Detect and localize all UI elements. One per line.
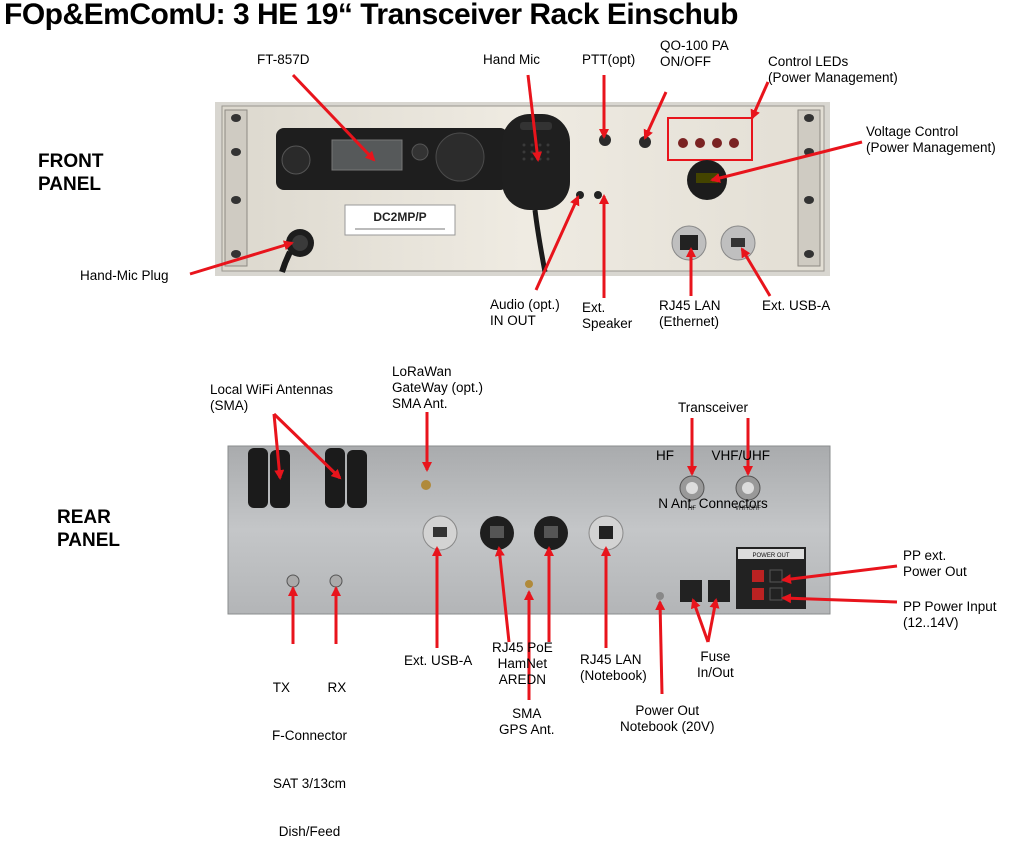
label-voltage-control: Voltage Control (Power Management) [866,124,996,156]
arrow-voltage-control [710,140,863,183]
label-lorawan-line-1: LoRaWan [392,364,452,379]
label-lorawan-line-3: SMA Ant. [392,396,448,411]
label-tx-rx-line-3: SAT 3/13cm [273,776,347,791]
label-rj45-lan-front-line-1: RJ45 LAN [659,298,721,313]
label-audio-line-1: Audio (opt.) [490,297,560,312]
callsign-plate-text: DC2MP/P [373,210,426,224]
label-ext-usb-front: Ext. USB-A [762,298,831,313]
rear-arrows [272,412,898,700]
diagram-graphics: DC2MP/P [189,73,898,700]
front-panel-image: DC2MP/P [215,102,830,276]
label-sma-gps-line-2: GPS Ant. [499,722,555,737]
label-pp-ext-line-2: Power Out [903,564,967,579]
label-ft857d: FT-857D [257,52,310,67]
label-tx-rx: TX RX F-Connector SAT 3/13cm Dish/Feed [272,648,347,856]
rear-heading-line-1: REAR [57,507,111,528]
front-panel-heading: FRONT PANEL [38,150,103,196]
arrow-pp-ext [781,564,898,584]
label-rj45-poe-line-1: RJ45 PoE [492,640,553,655]
label-sma-gps-line-1: SMA [512,706,542,721]
arrow-rj45-poe-1 [494,546,511,643]
rear-panel-heading: REAR PANEL [57,506,120,552]
label-wifi-line-1: Local WiFi Antennas [210,382,334,397]
label-hand-mic: Hand Mic [483,52,541,67]
label-qo100-line-2: ON/OFF [660,54,711,69]
arrow-wifi-left [272,413,285,480]
label-qo100: QO-100 PA ON/OFF [660,38,729,70]
label-tx-rx-line-2: F-Connector [272,728,348,743]
label-hand-mic-plug: Hand-Mic Plug [80,268,169,283]
label-pp-input-line-1: PP Power Input [903,599,997,614]
arrow-hand-mic-plug [189,240,294,276]
rear-panel-image: HF VHF/UHF POWER OUT [227,445,831,615]
label-fuse-line-1: Fuse [700,649,731,664]
vhf-tag: VHF/UHF [735,506,761,512]
label-audio: Audio (opt.) IN OUT [490,297,560,329]
label-power-out-line-2: Notebook (20V) [620,719,715,734]
arrow-hand-mic [526,74,543,162]
label-fuse-line-2: In/Out [697,665,734,680]
label-rj45-lan-front-line-2: (Ethernet) [659,314,720,329]
arrow-ft857 [291,73,376,162]
label-audio-line-2: IN OUT [490,313,536,328]
page-title: FOp&EmComU: 3 HE 19“ Transceiver Rack Ei… [4,0,738,31]
arrow-fuse-2 [706,598,720,643]
label-voltage-control-line-1: Voltage Control [866,124,959,139]
label-transceiver-line-3: N Ant. Connectors [658,496,768,511]
arrow-wifi-right [272,412,342,480]
label-ext-speaker-line-1: Ext. [582,300,606,315]
label-rj45-notebook-line-1: RJ45 LAN [580,652,642,667]
label-pp-input-line-2: (12..14V) [903,615,959,630]
arrow-pp-input [781,593,898,604]
rear-heading-line-2: PANEL [57,530,120,551]
front-heading-line-2: PANEL [38,174,101,195]
label-power-out-notebook: Power Out Notebook (20V) [620,703,715,735]
arrow-qo100 [643,91,668,140]
label-ext-speaker: Ext. Speaker [582,300,632,332]
label-rj45-notebook-line-2: (Notebook) [580,668,647,683]
front-arrows [189,73,863,298]
label-pp-ext-power-out: PP ext. Power Out [903,548,967,580]
label-ext-speaker-line-2: Speaker [582,316,633,331]
label-tx-rx-line-4: Dish/Feed [278,824,341,839]
label-voltage-control-line-2: (Power Management) [866,140,996,155]
label-control-leds-line-2: (Power Management) [768,70,898,85]
label-control-leds-line-1: Control LEDs [768,54,849,69]
label-qo100-line-1: QO-100 PA [660,38,729,53]
label-power-out-line-1: Power Out [635,703,700,718]
hf-tag: HF [688,506,696,512]
power-out-block-label: POWER OUT [753,553,790,559]
arrow-audio [534,195,580,291]
label-pp-power-input: PP Power Input (12..14V) [903,599,997,631]
label-rj45-poe-line-3: AREDN [498,672,547,687]
label-rj45-poe: RJ45 PoE HamNet AREDN [492,640,553,688]
label-rj45-notebook: RJ45 LAN (Notebook) [580,652,647,684]
front-heading-line-1: FRONT [38,151,104,172]
label-transceiver-line-1: Transceiver [677,400,749,415]
label-transceiver-line-2: HF VHF/UHF [656,448,770,463]
label-ptt: PTT(opt) [582,52,636,67]
label-lorawan: LoRaWan GateWay (opt.) SMA Ant. [392,364,483,412]
label-transceiver: Transceiver HF VHF/UHF N Ant. Connectors [656,368,770,528]
arrow-fuse-1 [690,598,710,643]
label-fuse: Fuse In/Out [697,649,734,681]
label-lorawan-line-2: GateWay (opt.) [392,380,484,395]
arrow-ext-usb [740,247,772,297]
label-pp-ext-line-1: PP ext. [903,548,947,563]
arrow-control-leds [750,81,770,120]
label-sma-gps: SMA GPS Ant. [499,706,555,738]
label-tx-rx-line-1: TX RX [272,680,347,695]
label-control-leds: Control LEDs (Power Management) [768,54,898,86]
label-wifi-line-2: (SMA) [210,398,249,413]
label-rj45-poe-line-2: HamNet [497,656,548,671]
label-ext-usb-rear: Ext. USB-A [404,653,473,668]
label-wifi-antennas: Local WiFi Antennas (SMA) [210,382,333,414]
label-rj45-lan-front: RJ45 LAN (Ethernet) [659,298,721,330]
arrow-power-out [655,600,666,695]
